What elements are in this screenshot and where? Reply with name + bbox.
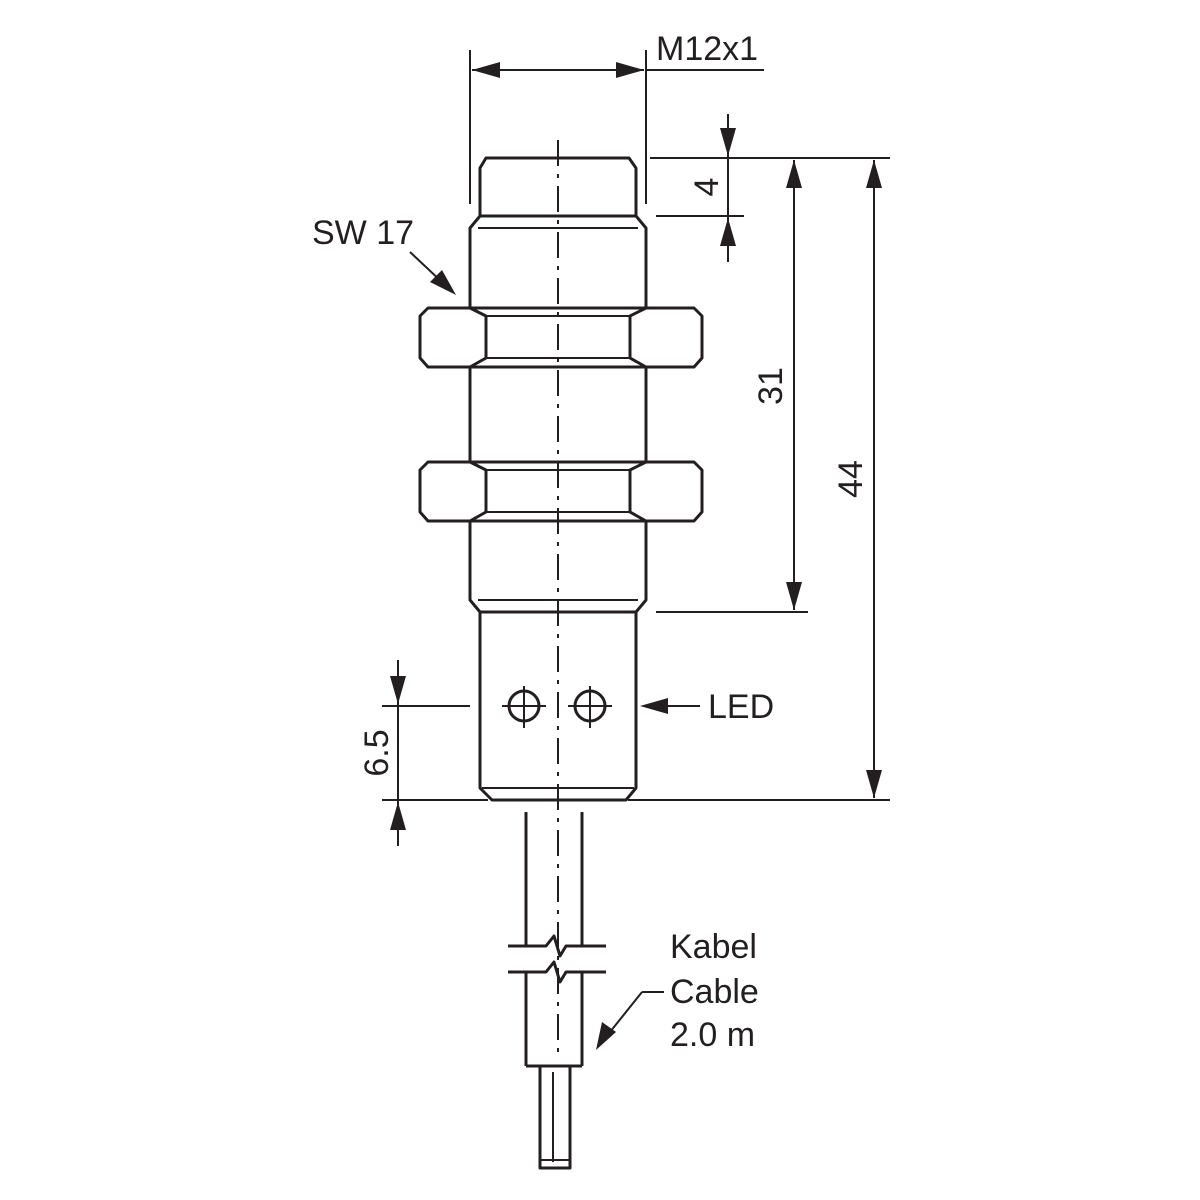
threaded-body: [468, 214, 648, 614]
hex-nut-upper: [418, 306, 704, 369]
wrench-size-label: SW 17: [312, 214, 414, 252]
dim-31-label: 31: [752, 367, 790, 405]
cable-label-de: Kabel: [670, 928, 757, 966]
dim-4-label: 4: [688, 178, 726, 197]
dimension-6-5: [382, 660, 488, 846]
hex-nut-lower: [418, 460, 704, 523]
dimension-31: [656, 160, 808, 613]
cable-label-en: Cable: [670, 973, 759, 1011]
led-leader: [640, 698, 700, 714]
wrench-size-leader: [409, 251, 456, 295]
thread-label: M12x1: [656, 30, 758, 68]
dimension-44: [628, 160, 890, 801]
dimension-thread-diameter: [469, 50, 764, 204]
dim-44-label: 44: [832, 460, 870, 498]
dimension-4: [650, 114, 890, 262]
cable-leader: [596, 991, 664, 1050]
cable-length-label: 2.0 m: [670, 1016, 755, 1054]
led-label: LED: [708, 688, 774, 726]
dim-6-5-label: 6.5: [358, 729, 396, 776]
